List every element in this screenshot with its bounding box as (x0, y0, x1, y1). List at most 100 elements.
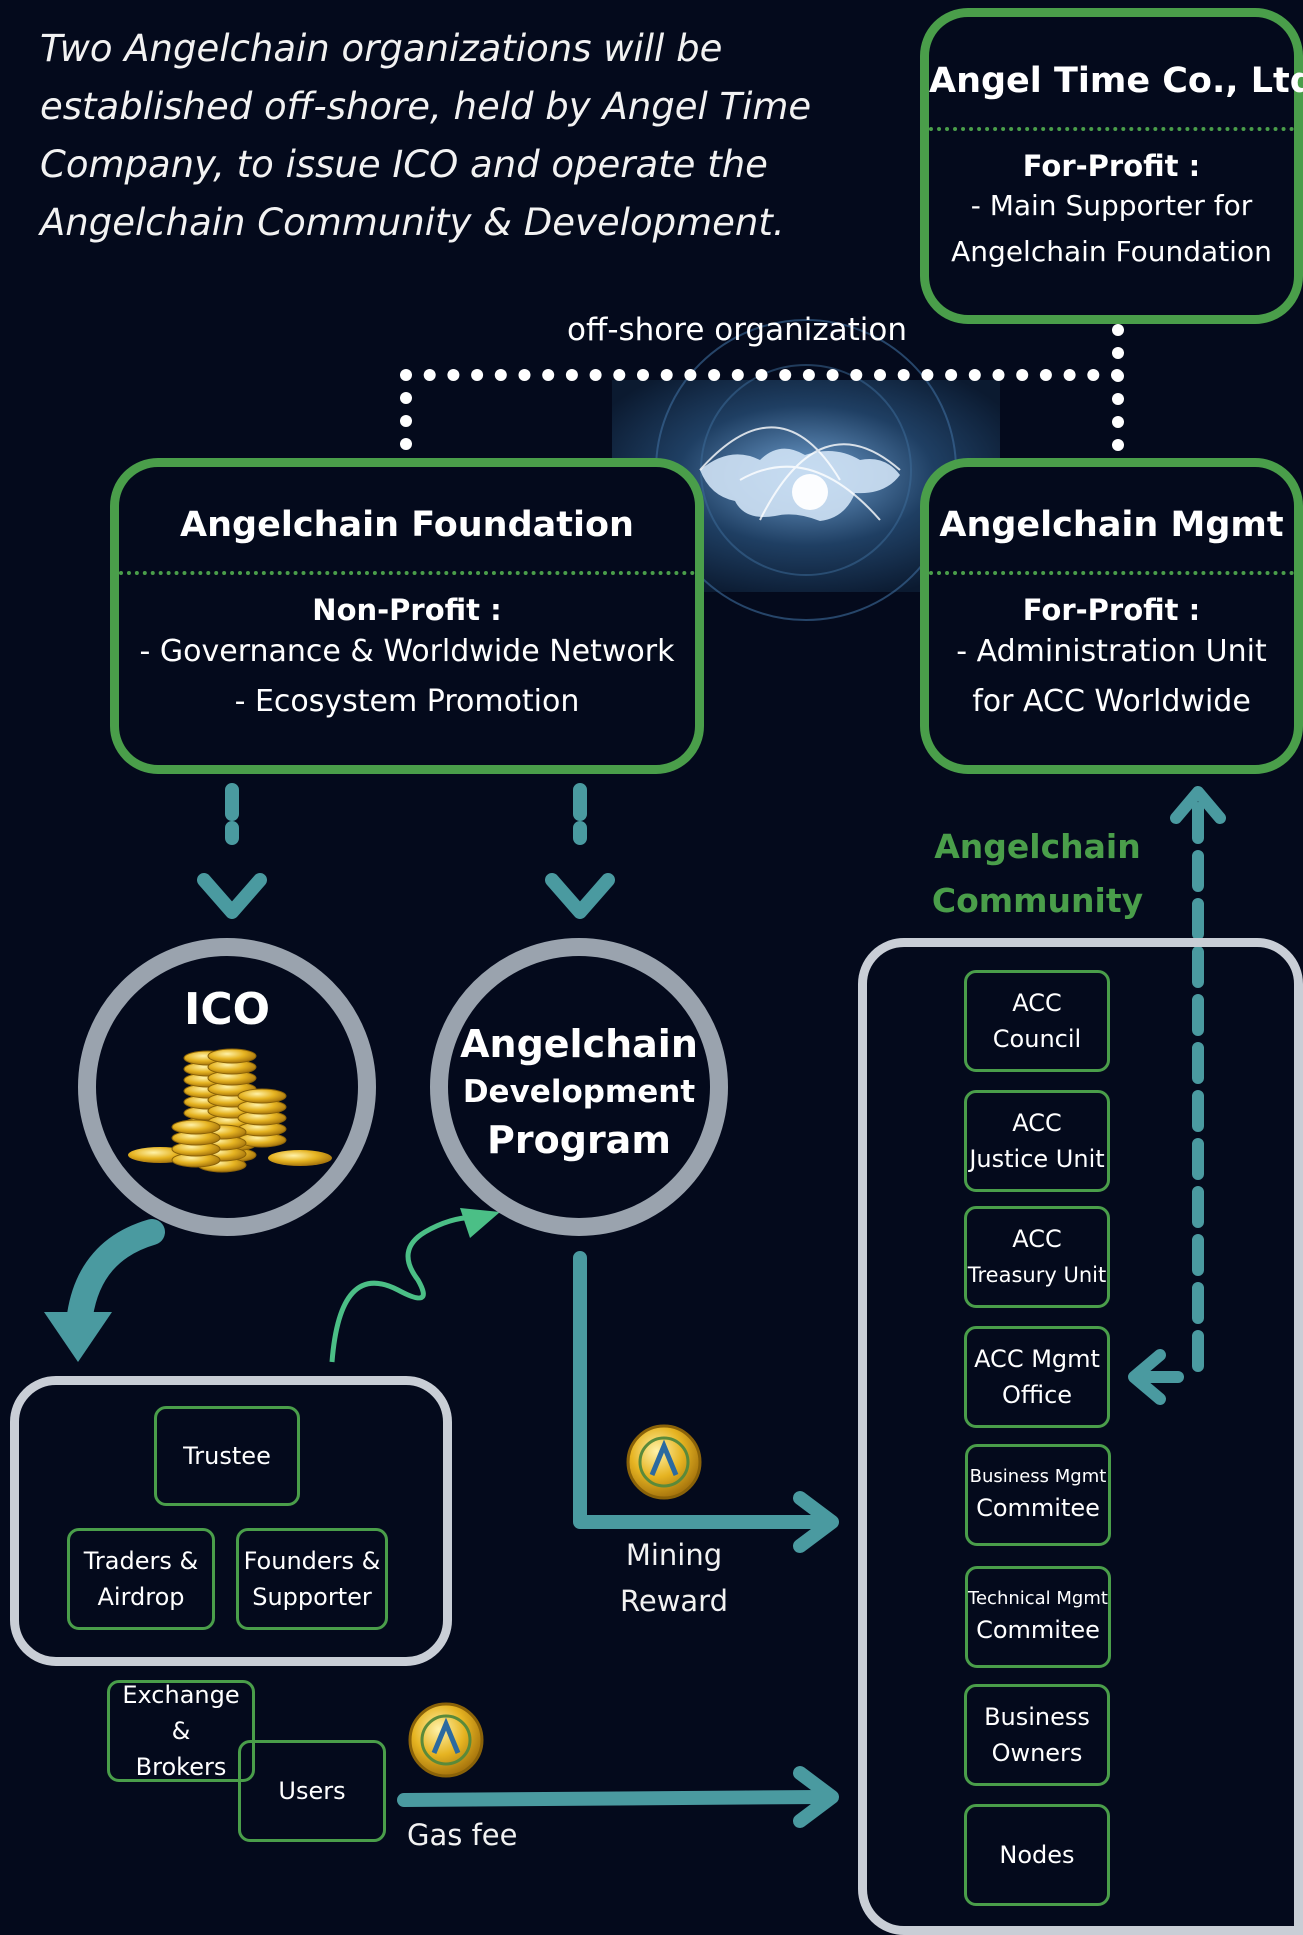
users-box: Users (238, 1740, 386, 1842)
exchange-line: Exchange & (122, 1681, 240, 1745)
connector-dot (447, 369, 460, 381)
community-label: Angelchain Community (930, 820, 1145, 928)
connector-dot (471, 369, 484, 381)
adp-line: Angelchain (460, 1022, 698, 1066)
acc-treasury-line: ACC (1012, 1225, 1062, 1253)
angel-time-subtitle: For-Profit : (1022, 149, 1201, 183)
angel-token-icon (408, 1702, 484, 1778)
foundation-title: Angelchain Foundation (180, 505, 634, 545)
connector-dot (1016, 369, 1029, 381)
connector-dot (802, 369, 815, 381)
connector-dot (708, 369, 721, 381)
connector-dot (731, 369, 744, 381)
foundation-subtitle: Non-Profit : (312, 593, 502, 627)
connector-dot (874, 369, 886, 381)
connector-dot (684, 369, 697, 381)
trustee-box: Trustee (154, 1406, 300, 1506)
foundation-line: - Ecosystem Promotion (234, 684, 580, 719)
acc-treasury-box: ACC Treasury Unit (964, 1206, 1110, 1308)
intro-text: Two Angelchain organizations will be est… (40, 20, 812, 252)
business-owners-box: Business Owners (964, 1684, 1110, 1786)
connector-dot (1039, 369, 1052, 381)
acc-justice-line: Justice Unit (969, 1145, 1105, 1173)
business-mgmt-committee-box: Business Mgmt Commitee (965, 1444, 1111, 1546)
intro-line: Angelchain Community & Development. (40, 201, 785, 244)
angel-token-icon (626, 1424, 702, 1500)
acc-council-box: ACC Council (964, 970, 1110, 1072)
mgmt-line: for ACC Worldwide (972, 684, 1251, 719)
connector-dot (1087, 369, 1100, 381)
business-mgmt-label: Business Mgmt (969, 1466, 1107, 1487)
trustee-label: Trustee (183, 1442, 271, 1470)
connector-dot (400, 415, 412, 427)
technical-mgmt-label: Technical Mgmt (968, 1588, 1108, 1609)
connector-dot (850, 369, 863, 381)
gas-fee-arrow (397, 1766, 839, 1828)
angel-time-title: Angel Time Co., Ltd. (929, 61, 1303, 101)
business-owners-line: Owners (991, 1739, 1083, 1767)
traders-line: Traders & (83, 1547, 199, 1575)
connector-dot (542, 369, 555, 381)
connector-dot (921, 369, 934, 381)
mgmt-subtitle: For-Profit : (1022, 593, 1201, 627)
gas-fee-label: Gas fee (407, 1818, 518, 1852)
founders-line: Founders & (243, 1547, 381, 1575)
acc-mgmt-office-line: ACC Mgmt (974, 1345, 1100, 1373)
divider (119, 571, 695, 575)
connector-dot (494, 369, 507, 381)
connector-dot (1112, 324, 1124, 336)
connector-dot (400, 369, 412, 381)
intro-line: established off-shore, held by Angel Tim… (40, 85, 812, 128)
holders-to-adp-arrow (329, 1208, 500, 1363)
acc-justice-box: ACC Justice Unit (964, 1090, 1110, 1192)
connector-dot (826, 369, 839, 381)
adp-line: Program (487, 1118, 671, 1162)
ico-to-holders-arrow (44, 1219, 165, 1362)
ico-circle: ICO (78, 938, 376, 1236)
adp-circle: Angelchain Development Program (430, 938, 728, 1236)
exchange-line: Brokers (135, 1753, 227, 1781)
nodes-box: Nodes (964, 1804, 1110, 1906)
connector-dot (779, 369, 792, 381)
traders-line: Airdrop (97, 1583, 185, 1611)
connector-dot (1112, 393, 1124, 405)
technical-mgmt-committee-box: Technical Mgmt Commitee (965, 1566, 1111, 1668)
connector-dot (1112, 347, 1124, 359)
connector-dot (755, 369, 768, 381)
users-label: Users (278, 1777, 346, 1805)
connector-dot (1112, 370, 1124, 382)
foundation-to-ico-arrow (197, 783, 267, 919)
mgmt-title: Angelchain Mgmt (939, 505, 1284, 545)
divider (929, 127, 1294, 131)
nodes-label: Nodes (999, 1841, 1075, 1869)
connector-dot (660, 369, 673, 381)
community-label-line: Community (931, 881, 1144, 920)
angel-time-line: - Main Supporter for (970, 189, 1253, 222)
connector-dot (400, 438, 412, 450)
mining-reward-line: Mining (625, 1538, 723, 1572)
traders-box: Traders & Airdrop (67, 1528, 215, 1630)
acc-council-line: ACC (1012, 989, 1062, 1017)
mgmt-office-link-arrow (1128, 786, 1226, 1405)
connector-dot (637, 369, 649, 381)
offshore-label: off-shore organization (567, 312, 908, 348)
committee-label: Commitee (976, 1494, 1100, 1522)
foundation-box: Angelchain Foundation Non-Profit : - Gov… (110, 458, 704, 774)
connector-dot (565, 369, 578, 381)
intro-line: Two Angelchain organizations will be (40, 27, 723, 70)
acc-mgmt-office-box: ACC Mgmt Office (964, 1326, 1110, 1428)
connector-dot (589, 369, 602, 381)
mgmt-line: - Administration Unit (956, 634, 1267, 669)
connector-dot (897, 369, 910, 381)
business-owners-line: Business (984, 1703, 1090, 1731)
mining-reward-label: Mining Reward (594, 1532, 754, 1624)
acc-council-line: Council (992, 1025, 1082, 1053)
ico-title: ICO (183, 984, 271, 1035)
token-holders-box (10, 1376, 452, 1666)
founders-box: Founders & Supporter (236, 1528, 388, 1630)
community-box (858, 938, 1303, 1935)
adp-line: Development (462, 1074, 696, 1110)
connector-dot (400, 392, 412, 404)
divider (929, 571, 1294, 575)
acc-treasury-line: Treasury Unit (967, 1263, 1107, 1287)
